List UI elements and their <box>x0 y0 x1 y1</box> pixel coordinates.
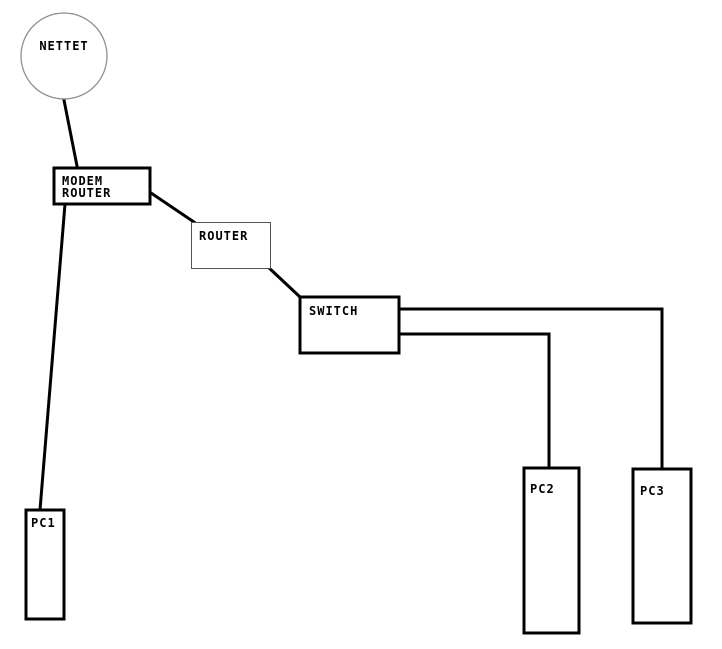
internet-circle <box>20 12 108 100</box>
link-router-switch <box>264 263 303 300</box>
link-modem-pc1 <box>38 202 67 512</box>
link-modem-router <box>148 190 197 225</box>
switch-node: SWITCH <box>298 295 401 355</box>
link-internet-modem <box>61 93 79 168</box>
pc1-label: PC1 <box>31 516 56 530</box>
modem-router-label-line2: ROUTER <box>62 186 111 200</box>
modem-router-box <box>52 166 152 206</box>
pc3-box <box>631 467 693 625</box>
internet-label: NETTET <box>39 39 88 53</box>
switch-box <box>298 295 401 355</box>
router-box <box>191 222 271 269</box>
modem-router-label-line1: MODEM <box>62 174 103 188</box>
pc3-label: PC3 <box>640 484 665 498</box>
switch-label: SWITCH <box>309 304 358 318</box>
pc1-box <box>24 508 66 621</box>
link-switch-pc3 <box>398 307 664 471</box>
pc2-box <box>522 466 581 635</box>
router-node: ROUTER <box>191 222 271 269</box>
connections <box>38 93 664 512</box>
pc2-node: PC2 <box>522 466 581 635</box>
link-switch-pc2 <box>398 332 551 470</box>
modem-router-node: MODEM ROUTER <box>52 166 152 206</box>
pc1-node: PC1 <box>24 508 66 621</box>
router-label: ROUTER <box>199 229 248 243</box>
internet-node: NETTET <box>20 12 108 100</box>
pc3-node: PC3 <box>631 467 693 625</box>
pc2-label: PC2 <box>530 482 555 496</box>
